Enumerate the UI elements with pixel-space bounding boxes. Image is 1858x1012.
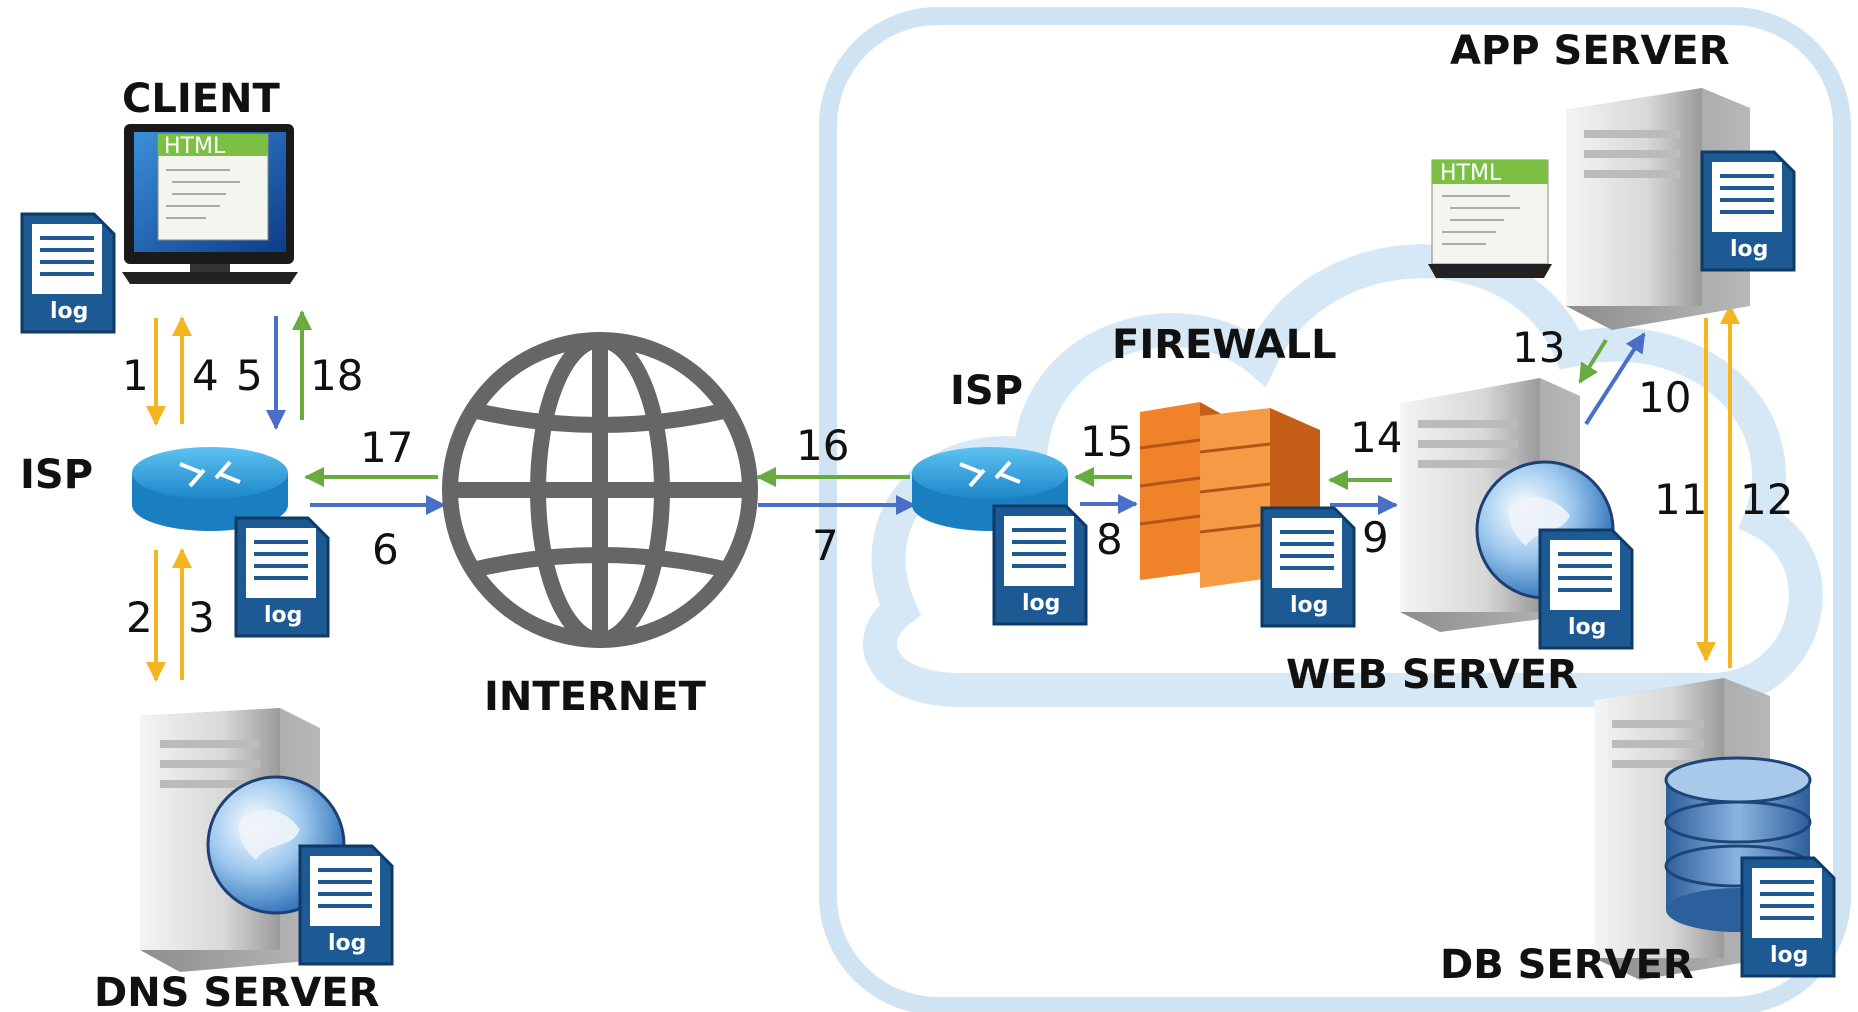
svg-text:log: log [1290,593,1328,618]
step-label: 6 [372,525,399,574]
db-server [1594,678,1812,980]
step-label: 2 [126,593,153,642]
client-computer: HTML [122,124,298,284]
step-label: 1 [122,351,149,400]
arrow-step-10 [1584,332,1646,426]
step-label: 15 [1080,417,1133,466]
step-label: 9 [1362,513,1389,562]
step-label: 8 [1096,515,1123,564]
log-icon: log [1740,856,1836,978]
internet-label: INTERNET [484,674,707,720]
isp-right-label: ISP [950,368,1023,414]
step-label: 16 [796,421,849,470]
step-label: 14 [1350,413,1403,462]
log-icon: log [298,844,394,966]
step-label: 11 [1654,475,1707,524]
svg-text:log: log [264,603,302,628]
step-label: 17 [360,423,413,472]
svg-text:log: log [50,299,88,324]
step-label: 5 [236,351,263,400]
html-doc-label: HTML [1440,161,1502,186]
log-icon: log [1260,506,1356,628]
step-label: 7 [812,521,839,570]
html-doc-label: HTML [164,134,226,159]
step-label: 4 [192,351,219,400]
isp-left-label: ISP [20,452,93,498]
client-label: CLIENT [122,76,281,122]
dns-server [140,708,346,972]
isp-router-left [132,447,288,531]
datacenter-boundary [819,7,1851,1012]
isp-router-right [912,447,1068,531]
step-label: 10 [1638,373,1691,422]
svg-text:log: log [328,931,366,956]
step-label: 3 [188,593,215,642]
svg-text:log: log [1730,237,1768,262]
step-label: 18 [310,351,363,400]
dns-server-label: DNS SERVER [94,970,379,1012]
log-icon: log [1700,150,1796,272]
app-server-label: APP SERVER [1450,28,1730,74]
arrow-step-13 [1578,338,1608,384]
step-labels: 1 4 5 18 2 3 17 6 16 7 15 8 14 9 13 10 1… [122,323,1793,642]
log-icon: log [992,504,1088,626]
step-label: 12 [1740,475,1793,524]
log-icon: log [1538,528,1634,650]
svg-text:log: log [1770,943,1808,968]
firewall-label: FIREWALL [1112,322,1337,368]
app-html-document: HTML [1428,159,1552,278]
svg-text:log: log [1568,615,1606,640]
svg-text:log: log [1022,591,1060,616]
log-icon: log [234,516,330,638]
step-label: 13 [1512,323,1565,372]
log-icon: log [20,212,116,334]
internet-globe-icon [442,332,758,648]
db-server-label: DB SERVER [1440,942,1694,988]
web-server-label: WEB SERVER [1286,652,1578,698]
